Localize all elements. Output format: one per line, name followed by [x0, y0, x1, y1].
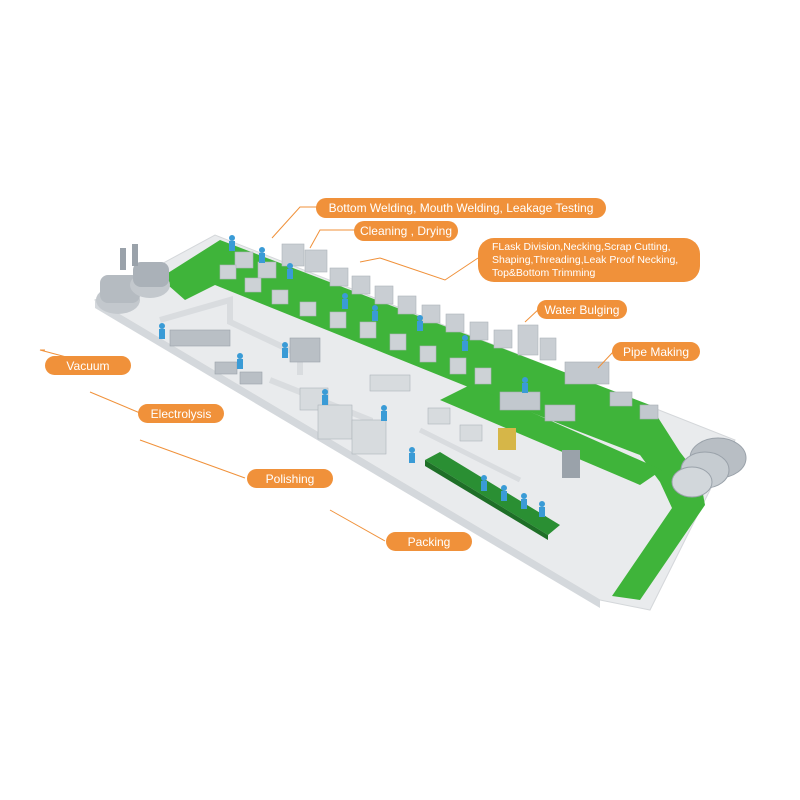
label-flask-line-3: Top&Bottom Trimming	[492, 266, 596, 279]
pipe-coil	[671, 437, 747, 498]
machine-row-middle	[219, 264, 492, 385]
packing-conveyor	[425, 452, 560, 540]
label-vacuum: Vacuum	[45, 356, 131, 375]
label-water-bulging: Water Bulging	[537, 300, 627, 319]
electrolysis-tanks	[169, 329, 321, 385]
yellow-press	[498, 428, 580, 478]
label-flask-line-1: FLask Division,Necking,Scrap Cutting,	[492, 240, 671, 253]
label-flask-division: FLask Division,Necking,Scrap Cutting, Sh…	[478, 238, 700, 282]
green-walkway	[160, 240, 705, 600]
workers	[159, 235, 545, 517]
polishing-machines	[299, 374, 483, 455]
label-bottom-welding: Bottom Welding, Mouth Welding, Leakage T…	[316, 198, 606, 218]
machine-row-upper	[234, 243, 557, 361]
label-cleaning-drying: Cleaning , Drying	[354, 221, 458, 241]
label-pipe-making: Pipe Making	[612, 342, 700, 361]
label-flask-line-2: Shaping,Threading,Leak Proof Necking,	[492, 253, 679, 266]
label-polishing: Polishing	[247, 469, 333, 488]
label-electrolysis: Electrolysis	[138, 404, 224, 423]
vacuum-tanks	[96, 244, 170, 314]
green-walkway-branch	[440, 385, 662, 485]
partition-wall-3	[418, 427, 522, 483]
label-packing: Packing	[386, 532, 472, 551]
factory-floor-edge	[95, 300, 600, 608]
